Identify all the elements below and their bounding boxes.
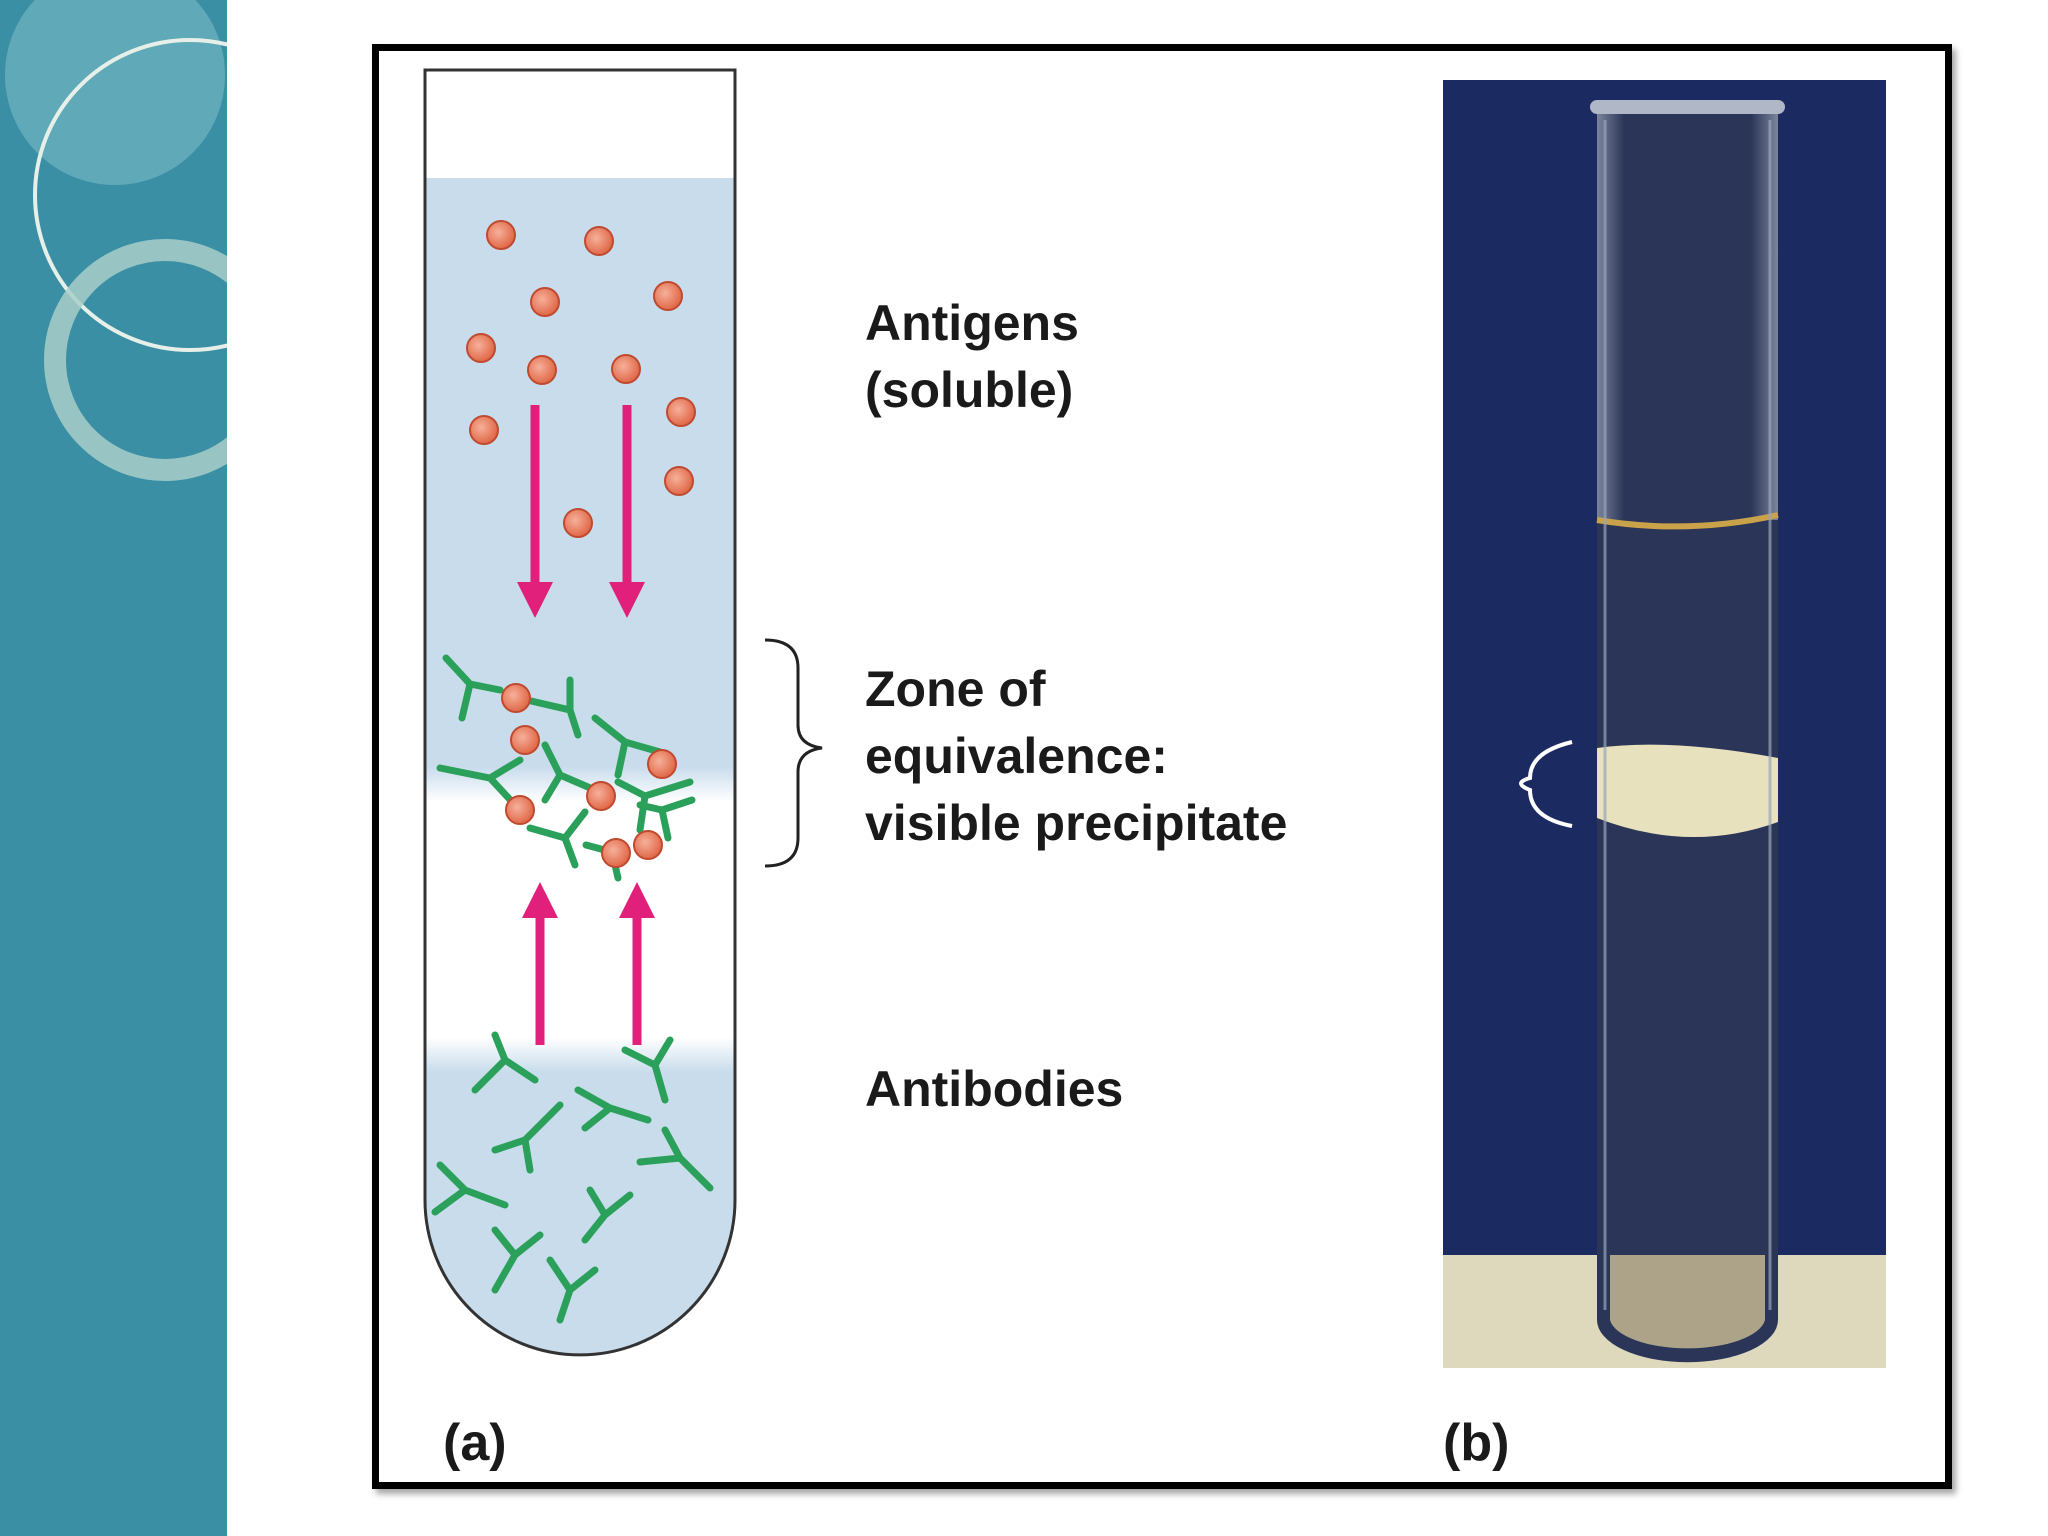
antibody-icon [621, 1036, 674, 1104]
sidebar-circles [5, 0, 227, 481]
label-antigens: Antigens [865, 295, 1079, 351]
sidebar-circle-ring-thick [44, 239, 227, 481]
antibody-icon [514, 676, 582, 739]
antibody-icon [541, 741, 599, 804]
photo-tube-rim [1590, 100, 1785, 114]
antibody-icon [491, 1101, 564, 1174]
antigen-dot [611, 354, 641, 384]
antibody-icon [526, 808, 589, 869]
antibody-icon [442, 654, 504, 722]
tube-photograph [1443, 80, 1886, 1368]
antigen-dot [469, 415, 499, 445]
photo-meniscus [1596, 512, 1779, 530]
antigen-group [466, 220, 696, 538]
antigen-dot [666, 397, 696, 427]
antigen-dot [647, 749, 677, 779]
bracket-icon [764, 638, 823, 868]
antigen-dot [486, 220, 516, 250]
antibody-icon [471, 1031, 539, 1094]
sidebar-circle-ring-large [33, 38, 227, 352]
photo-tube-bottom [1610, 1255, 1765, 1349]
tube-outline [423, 68, 737, 1357]
photo-precipitate-band [1597, 744, 1778, 838]
label-antigens-soluble: (soluble) [865, 362, 1074, 418]
label-equivalence: equivalence: [865, 728, 1168, 784]
antibody-icon [431, 1161, 509, 1216]
precipitate-lattice [436, 654, 696, 882]
antibody-icon [491, 1226, 544, 1294]
antigen-dot [584, 226, 614, 256]
antibody-group [431, 1031, 714, 1324]
down-arrows [517, 405, 645, 618]
antibody-icon [546, 1256, 599, 1324]
antigen-dot [586, 781, 616, 811]
label-antibodies: Antibodies [865, 1061, 1124, 1117]
antigen-dot [601, 838, 631, 868]
panel-label-b: (b) [1443, 1414, 1510, 1472]
antibody-icon [581, 1186, 634, 1244]
antigen-dot [501, 683, 531, 713]
antigen-dot [527, 355, 557, 385]
label-zone-of: Zone of [865, 661, 1046, 717]
antigen-dot [633, 830, 663, 860]
antigen-dot [466, 333, 496, 363]
antigen-dot [510, 725, 540, 755]
antibody-icon [591, 714, 664, 779]
tube-diagram [423, 68, 823, 1357]
photo-tube-empty [1597, 105, 1778, 520]
antigen-dot [530, 287, 560, 317]
sidebar-decoration [0, 0, 227, 1536]
antigen-dot [664, 466, 694, 496]
up-arrows [522, 882, 655, 1045]
photo-bracket-icon [1519, 740, 1573, 828]
sidebar-circle-filled [5, 0, 225, 185]
panel-label-a: (a) [443, 1414, 507, 1472]
antigen-dot [653, 281, 683, 311]
antibody-icon [574, 1086, 652, 1132]
antibody-icon [636, 1126, 714, 1192]
antibody-icon [614, 778, 694, 834]
antigen-dot [563, 508, 593, 538]
label-visible-precipitate: visible precipitate [865, 795, 1288, 851]
antibody-icon [636, 796, 696, 842]
antigen-dot [505, 795, 535, 825]
